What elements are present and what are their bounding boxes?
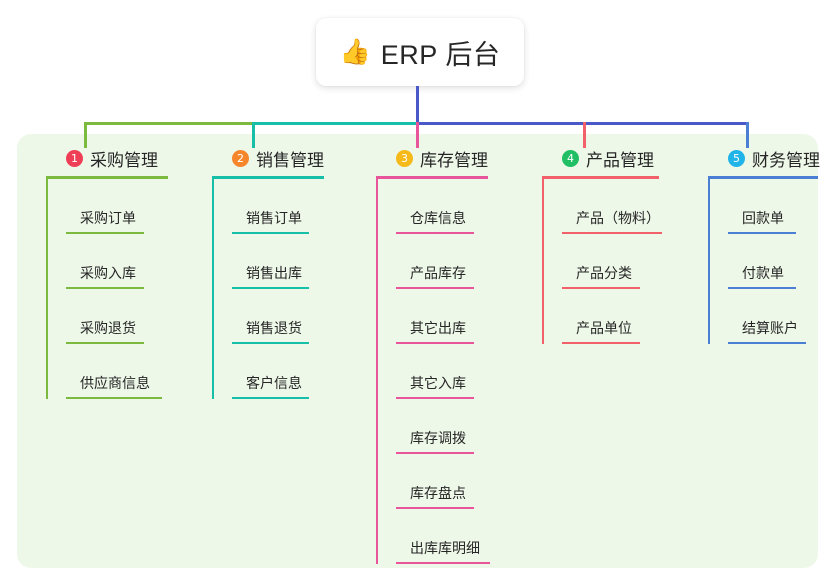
branch-4: 4 产品管理产品（物料） 产品分类产品单位 — [542, 146, 662, 344]
branch-title: 采购管理 — [90, 150, 158, 170]
leaf-item-label: 销售订单 — [246, 210, 302, 226]
leaf-item-label: 客户信息 — [246, 375, 302, 391]
leaf-item-label: 其它出库 — [410, 320, 466, 336]
leaf-item[interactable]: 销售出库 — [232, 234, 309, 289]
drop-connector-1 — [84, 122, 87, 148]
branches-panel — [17, 134, 818, 568]
leaf-item-label: 产品（物料） — [576, 210, 660, 226]
branch-leaf-list: 产品（物料） 产品分类产品单位 — [542, 179, 662, 344]
branch-underline — [708, 176, 818, 179]
branch-header[interactable]: 5 财务管理 — [708, 146, 820, 170]
leaf-item-label: 产品单位 — [576, 320, 632, 336]
leaf-item[interactable]: 产品库存 — [396, 234, 474, 289]
branch-leaf-list: 回款单付款单结算账户 — [708, 179, 818, 344]
branch-underline — [542, 176, 659, 179]
leaf-item-label: 销售退货 — [246, 320, 302, 336]
branch-header[interactable]: 4 产品管理 — [542, 146, 659, 170]
leaf-item-label: 回款单 — [742, 210, 784, 226]
leaf-item-label: 采购订单 — [80, 210, 136, 226]
leaf-item-label: 出库库明细 — [410, 540, 480, 556]
leaf-item[interactable]: 出库库明细 — [396, 509, 490, 564]
leaf-item[interactable]: 其它入库 — [396, 344, 474, 399]
leaf-item[interactable]: 客户信息 — [232, 344, 309, 399]
branch-header[interactable]: 2 销售管理 — [212, 146, 324, 170]
leaf-item-label: 采购入库 — [80, 265, 136, 281]
drop-connector-5 — [746, 122, 749, 148]
branch-title: 产品管理 — [586, 150, 654, 170]
branch-number-badge: 3 — [396, 149, 413, 167]
branch-title: 销售管理 — [256, 150, 324, 170]
branch-number-badge: 2 — [232, 149, 249, 167]
root-stem-connector — [416, 86, 419, 122]
bus-segment-teal — [252, 122, 419, 125]
branch-leaf-list: 仓库信息产品库存其它出库其它入库库存调拨库存盘点出库库明细 — [376, 179, 490, 564]
branch-leaf-list: 采购订单采购入库采购退货供应商信息 — [46, 179, 168, 399]
leaf-item[interactable]: 产品单位 — [562, 289, 640, 344]
leaf-item[interactable]: 仓库信息 — [396, 179, 474, 234]
leaf-item-label: 产品库存 — [410, 265, 466, 281]
leaf-item[interactable]: 其它出库 — [396, 289, 474, 344]
branch-1: 1 采购管理采购订单采购入库采购退货供应商信息 — [46, 146, 168, 399]
leaf-item[interactable]: 回款单 — [728, 179, 796, 234]
leaf-item[interactable]: 销售退货 — [232, 289, 309, 344]
leaf-item-label: 结算账户 — [742, 320, 798, 336]
branch-2: 2 销售管理销售订单销售出库销售退货客户信息 — [212, 146, 324, 399]
leaf-item[interactable]: 产品分类 — [562, 234, 640, 289]
drop-connector-3 — [416, 122, 419, 148]
leaf-item-label: 仓库信息 — [410, 210, 466, 226]
branch-number-badge: 4 — [562, 149, 579, 167]
branch-3: 3 库存管理仓库信息产品库存其它出库其它入库库存调拨库存盘点出库库明细 — [376, 146, 490, 564]
leaf-item[interactable]: 库存盘点 — [396, 454, 474, 509]
branch-header[interactable]: 3 库存管理 — [376, 146, 488, 170]
leaf-item[interactable]: 销售订单 — [232, 179, 309, 234]
branch-number-badge: 5 — [728, 149, 745, 167]
leaf-item-label: 其它入库 — [410, 375, 466, 391]
branch-number-badge: 1 — [66, 149, 83, 167]
leaf-item-label: 库存盘点 — [410, 485, 466, 501]
leaf-item[interactable]: 采购退货 — [66, 289, 144, 344]
root-node[interactable]: 👍 ERP 后台 — [316, 18, 524, 86]
branch-underline — [212, 176, 324, 179]
leaf-item[interactable]: 采购入库 — [66, 234, 144, 289]
branch-underline — [46, 176, 168, 179]
leaf-item[interactable]: 采购订单 — [66, 179, 144, 234]
branch-leaf-list: 销售订单销售出库销售退货客户信息 — [212, 179, 324, 399]
drop-connector-4 — [583, 122, 586, 148]
branch-title: 库存管理 — [420, 150, 488, 170]
branch-title: 财务管理 — [752, 150, 820, 170]
branch-underline — [376, 176, 488, 179]
drop-connector-2 — [252, 122, 255, 148]
leaf-item[interactable]: 库存调拨 — [396, 399, 474, 454]
leaf-item-label: 采购退货 — [80, 320, 136, 336]
leaf-item-label: 库存调拨 — [410, 430, 466, 446]
thumbs-up-icon: 👍 — [339, 37, 371, 66]
leaf-item[interactable]: 供应商信息 — [66, 344, 162, 399]
leaf-item[interactable]: 付款单 — [728, 234, 796, 289]
leaf-item[interactable]: 结算账户 — [728, 289, 806, 344]
leaf-item[interactable]: 产品（物料） — [562, 179, 662, 234]
leaf-item-label: 付款单 — [742, 265, 784, 281]
bus-segment-green — [84, 122, 254, 125]
leaf-item-label: 销售出库 — [246, 265, 302, 281]
leaf-item-label: 供应商信息 — [80, 375, 150, 391]
branch-5: 5 财务管理回款单付款单结算账户 — [708, 146, 820, 344]
leaf-item-label: 产品分类 — [576, 265, 632, 281]
root-node-label: ERP 后台 — [380, 39, 501, 70]
branch-header[interactable]: 1 采购管理 — [46, 146, 168, 170]
